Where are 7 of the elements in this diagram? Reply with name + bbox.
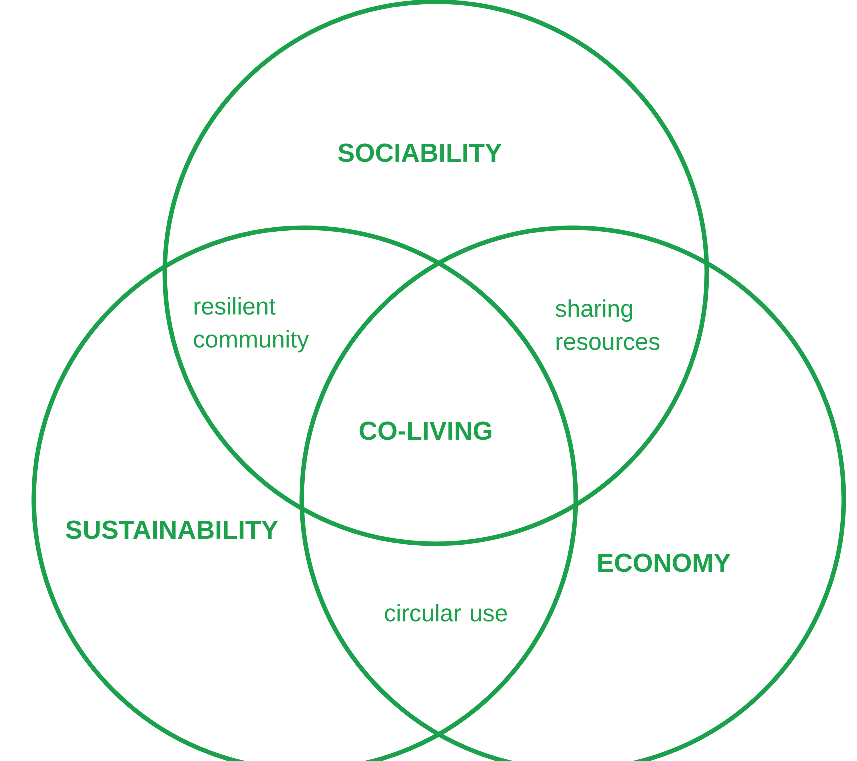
center-label: CO-LIVING [360,422,492,440]
set-label: ECONOMY [598,554,731,572]
overlap-label: resilient community [194,297,310,353]
set-label: SUSTAINABILITY [66,520,278,540]
overlap-label: circular use [385,604,508,622]
overlap-label: sharing resources [556,300,660,350]
set-label: SOCIABILITY [338,144,502,162]
